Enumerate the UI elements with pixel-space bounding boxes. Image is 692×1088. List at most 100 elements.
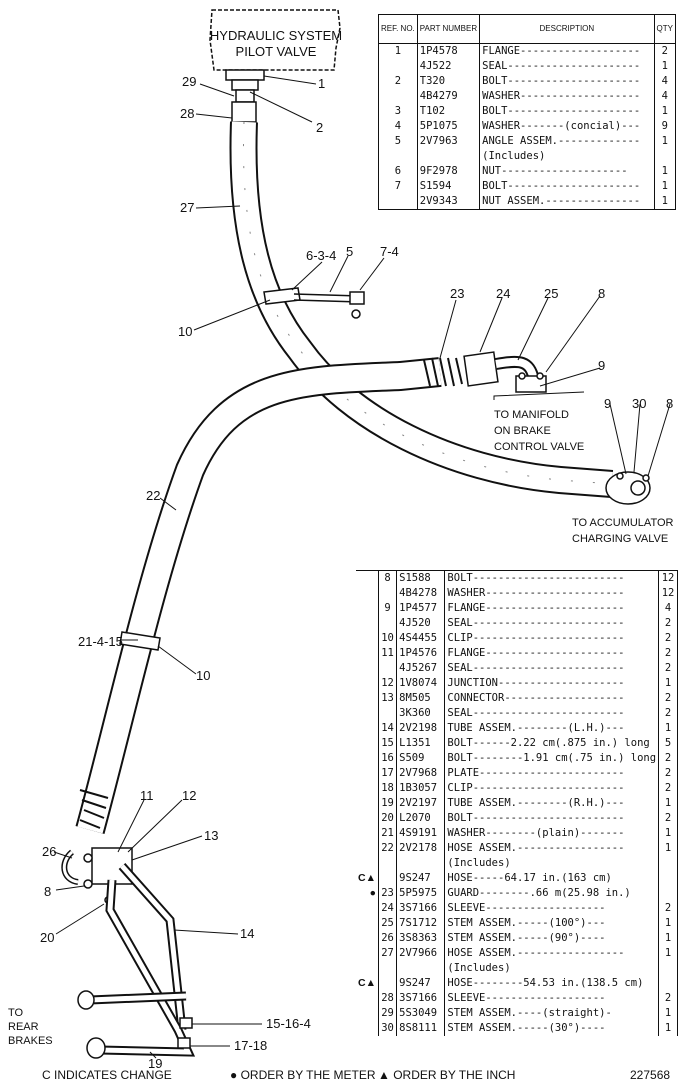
table-row: (Includes) (356, 856, 678, 871)
cell-part: 2V7963 (416, 134, 480, 149)
cell-part: 5S3049 (396, 1006, 445, 1021)
callout-21-4-15: 21-4-15 (78, 634, 123, 649)
cell-ref (379, 194, 418, 210)
callout-12: 12 (182, 788, 196, 803)
cell-part: T102 (416, 104, 480, 119)
cell-desc: TUBE ASSEM.--------(R.H.)--- (444, 796, 659, 811)
legend-meter: ● ORDER BY THE METER (230, 1068, 376, 1082)
cell-desc: FLANGE---------------------- (444, 601, 659, 616)
cell-part: 9S247 (396, 976, 445, 991)
cell-mark (356, 901, 378, 916)
cell-mark (356, 1006, 378, 1021)
cell-part: 9S247 (396, 871, 445, 886)
callout-20: 20 (40, 930, 54, 945)
cell-desc: BOLT------2.22 cm(.875 in.) long (444, 736, 659, 751)
cell-ref (377, 961, 397, 976)
cell-part: 3K360 (396, 706, 445, 721)
callout-8-right: 8 (666, 396, 673, 411)
cell-ref (377, 871, 397, 886)
cell-part: 1P4578 (416, 43, 480, 59)
cell-qty: 12 (658, 570, 678, 586)
pilot-valve-title-2: PILOT VALVE (236, 44, 317, 59)
cell-qty: 1 (658, 841, 678, 856)
callout-26: 26 (42, 844, 56, 859)
cell-desc: GUARD--------.66 m(25.98 in.) (444, 886, 659, 901)
cell-qty: 2 (658, 991, 678, 1006)
note-rear-brakes-1: TO (8, 1007, 24, 1019)
callout-28: 28 (180, 106, 194, 121)
note-accumulator-2: CHARGING VALVE (572, 533, 668, 545)
callout-14: 14 (240, 926, 254, 941)
cell-mark (356, 796, 378, 811)
cell-mark (356, 856, 378, 871)
cell-ref: 24 (377, 901, 397, 916)
cell-qty: 2 (658, 811, 678, 826)
cell-part (396, 961, 445, 976)
cell-qty: 1 (658, 796, 678, 811)
cell-qty: 1 (653, 59, 676, 74)
cell-part: 1B3057 (396, 781, 445, 796)
cell-qty: 1 (653, 194, 676, 210)
cell-ref: 17 (377, 766, 397, 781)
cell-qty: 1 (653, 164, 676, 179)
cell-ref: 3 (394, 105, 402, 117)
cell-qty: 2 (658, 631, 678, 646)
callout-24: 24 (496, 286, 510, 301)
cell-part: 3S7166 (396, 991, 445, 1006)
cell-ref: 4 (394, 120, 402, 132)
cell-part: 1V8074 (396, 676, 445, 691)
cell-desc: STEM ASSEM.-----(90°)---- (444, 931, 659, 946)
cell-mark (356, 1021, 378, 1036)
legend-change: C INDICATES CHANGE (42, 1068, 172, 1082)
cell-qty: 1 (658, 676, 678, 691)
cell-qty: 2 (658, 706, 678, 721)
cell-desc: BOLT------------------------ (444, 811, 659, 826)
cell-ref: 27 (377, 946, 397, 961)
callout-13: 13 (204, 828, 218, 843)
cell-desc: STEM ASSEM.-----(100°)--- (444, 916, 659, 931)
cell-ref (377, 976, 397, 991)
table-row: C▲9S247 HOSE-----64.17 in.(163 cm) (356, 871, 678, 886)
cell-mark (356, 601, 378, 616)
cell-part: 7S1712 (396, 916, 445, 931)
cell-part: S509 (396, 751, 445, 766)
cell-ref (379, 149, 418, 164)
cell-part: 8S8111 (396, 1021, 445, 1036)
cell-desc: SEAL------------------------ (444, 661, 659, 676)
junction-block (61, 847, 133, 904)
cell-part: 4B4279 (416, 89, 480, 104)
cell-part: L1351 (396, 736, 445, 751)
cell-desc: WASHER---------------------- (444, 586, 659, 601)
cell-desc: BOLT------------------------ (444, 570, 659, 586)
accumulator-flange (605, 471, 651, 505)
cell-part: 4J522 (416, 59, 480, 74)
notes: TO MANIFOLD ON BRAKE CONTROL VALVE TO AC… (8, 409, 674, 1047)
header-part: PART NUMBER (416, 14, 480, 44)
callout-15-16-4: 15-16-4 (266, 1016, 311, 1031)
cell-desc: BOLT--------1.91 cm(.75 in.) long (444, 751, 659, 766)
cell-ref: 16 (377, 751, 397, 766)
cell-ref (377, 616, 397, 631)
cell-mark (356, 781, 378, 796)
cell-part: 4S4455 (396, 631, 445, 646)
cell-qty: 1 (658, 931, 678, 946)
callout-5: 5 (346, 244, 353, 259)
cell-qty (658, 976, 678, 991)
cell-mark: C▲ (358, 872, 376, 884)
cell-ref: 19 (377, 796, 397, 811)
cell-ref: 21 (377, 826, 397, 841)
